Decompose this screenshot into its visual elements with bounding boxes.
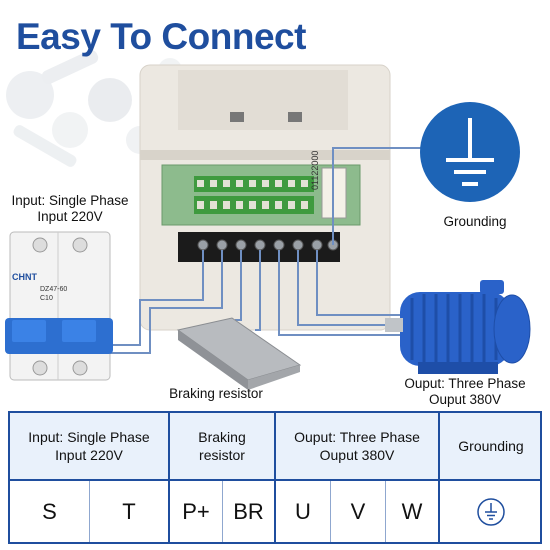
terminal-br: BR bbox=[223, 481, 276, 542]
output-label: Ouput: Three Phase Ouput 380V bbox=[404, 376, 526, 407]
breaker-model-text: DZ47-60 bbox=[40, 286, 68, 293]
board-code-text: 01122000 bbox=[310, 150, 320, 190]
table-header: Input: Single Phase Input 220V Braking r… bbox=[10, 413, 540, 481]
header-braking: Braking resistor bbox=[170, 413, 276, 479]
terminal-u: U bbox=[276, 481, 331, 542]
motor-icon bbox=[385, 280, 531, 374]
resistor-icon bbox=[176, 317, 302, 390]
input-label: Input: Single Phase Input 220V bbox=[11, 193, 129, 224]
breaker-icon bbox=[5, 231, 113, 381]
page-title: Easy To Connect bbox=[16, 16, 306, 57]
braking-resistor-label: Braking resistor bbox=[169, 386, 263, 401]
wiring-table: Input: Single Phase Input 220V Braking r… bbox=[8, 411, 542, 544]
terminal-ground bbox=[440, 481, 542, 542]
terminal-v: V bbox=[331, 481, 386, 542]
terminal-w: W bbox=[386, 481, 440, 542]
header-input: Input: Single Phase Input 220V bbox=[10, 413, 170, 479]
terminal-s: S bbox=[10, 481, 90, 542]
breaker-rating-text: C10 bbox=[40, 295, 53, 302]
inverter-icon bbox=[139, 64, 391, 331]
header-output: Ouput: Three Phase Ouput 380V bbox=[276, 413, 440, 479]
terminal-t: T bbox=[90, 481, 170, 542]
breaker-brand-text: CHNT bbox=[12, 272, 37, 282]
ground-symbol-icon bbox=[477, 497, 505, 526]
header-grounding: Grounding bbox=[458, 438, 524, 454]
ground-icon bbox=[420, 102, 520, 202]
grounding-label: Grounding bbox=[443, 214, 507, 229]
terminal-p-plus: P+ bbox=[170, 481, 223, 542]
